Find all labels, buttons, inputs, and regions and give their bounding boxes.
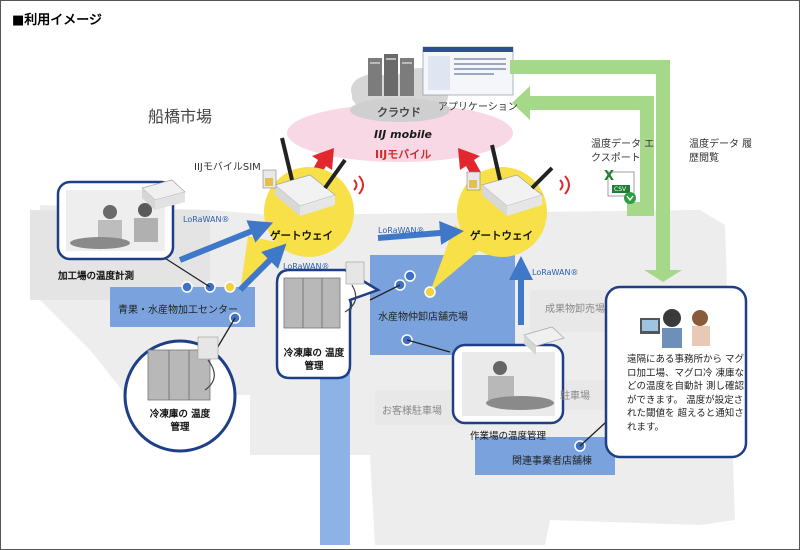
building-wholesale-label: 水産物仲卸店舗売場	[378, 312, 468, 323]
cloud-label: クラウド	[377, 106, 421, 119]
csv-icon-label: CSV	[614, 186, 627, 193]
export-label: 温度データ エクスポート	[591, 139, 655, 164]
gateway-device-right-icon	[481, 144, 554, 216]
office-callout	[604, 285, 748, 459]
building-related-label: 関連事業者店舗棟	[512, 456, 592, 467]
caption-freezer-2: 冷凍庫の 温度管理	[283, 348, 345, 372]
canal-path	[320, 360, 350, 545]
work-photo-callout	[451, 326, 565, 425]
lora-arrow-3	[377, 221, 464, 245]
sensor-dots	[181, 270, 586, 452]
gateway-pointer-right	[430, 225, 482, 292]
signal-icon-right	[559, 175, 570, 195]
parking-label: お客様駐車場	[382, 406, 442, 417]
building-related	[475, 437, 615, 475]
application-screen-icon	[422, 46, 514, 96]
parking-label-2: 駐車場	[560, 391, 590, 402]
lora-label-4: LoRaWAN®	[532, 268, 579, 277]
lora-arrow-1	[178, 220, 274, 263]
lora-arrow-2	[237, 243, 287, 293]
lora-label-2: LoRaWAN®	[283, 262, 330, 271]
application-label: アプリケーション	[438, 102, 518, 113]
lora-label-3: LoRaWAN®	[378, 226, 425, 235]
gateway-label-left: ゲートウェイ	[270, 230, 333, 242]
iij-oval	[287, 104, 513, 162]
sim-label: IIJモバイルSIM	[194, 162, 261, 173]
iij-name: IIJモバイル	[375, 148, 432, 161]
connector-4	[406, 339, 451, 353]
office-info-text: 遠隔にある事務所から マグロ加工場、マグロ冷 凍庫などの温度を自動計 測し確認が…	[627, 354, 745, 433]
freezer-callout-1	[123, 336, 237, 453]
csv-file-icon: X	[604, 169, 636, 204]
server-icon	[368, 54, 414, 96]
sim-card-left-icon	[262, 169, 277, 189]
caption-work: 作業場の温度管理	[470, 431, 547, 442]
freezer-callout-2	[275, 261, 381, 380]
lora-label-1: LoRaWAN®	[183, 215, 230, 224]
sim-card-right-icon	[466, 171, 481, 191]
svg-text:X: X	[604, 169, 614, 184]
connector-1	[159, 254, 211, 288]
caption-freezer-1: 冷凍庫の 温度管理	[149, 409, 211, 433]
produce-label: 成果物卸売場	[545, 304, 605, 315]
building-center-label: 青果・水産物加工センター	[118, 305, 238, 316]
green-arrows	[510, 60, 682, 282]
caption-processing: 加工場の温度計測	[58, 271, 135, 282]
section-title: ■利用イメージ	[12, 13, 103, 28]
market-name: 船橋市場	[148, 107, 213, 126]
connector-3	[369, 284, 401, 301]
iij-brand: IIJ mobile	[374, 128, 433, 141]
history-label: 温度データ 履歴閲覧	[689, 139, 753, 164]
gateway-device-left-icon	[274, 137, 347, 216]
gateway-label-right: ゲートウェイ	[470, 230, 533, 242]
signal-icon-left	[353, 175, 364, 195]
sensor-box-top-icon	[141, 179, 186, 210]
